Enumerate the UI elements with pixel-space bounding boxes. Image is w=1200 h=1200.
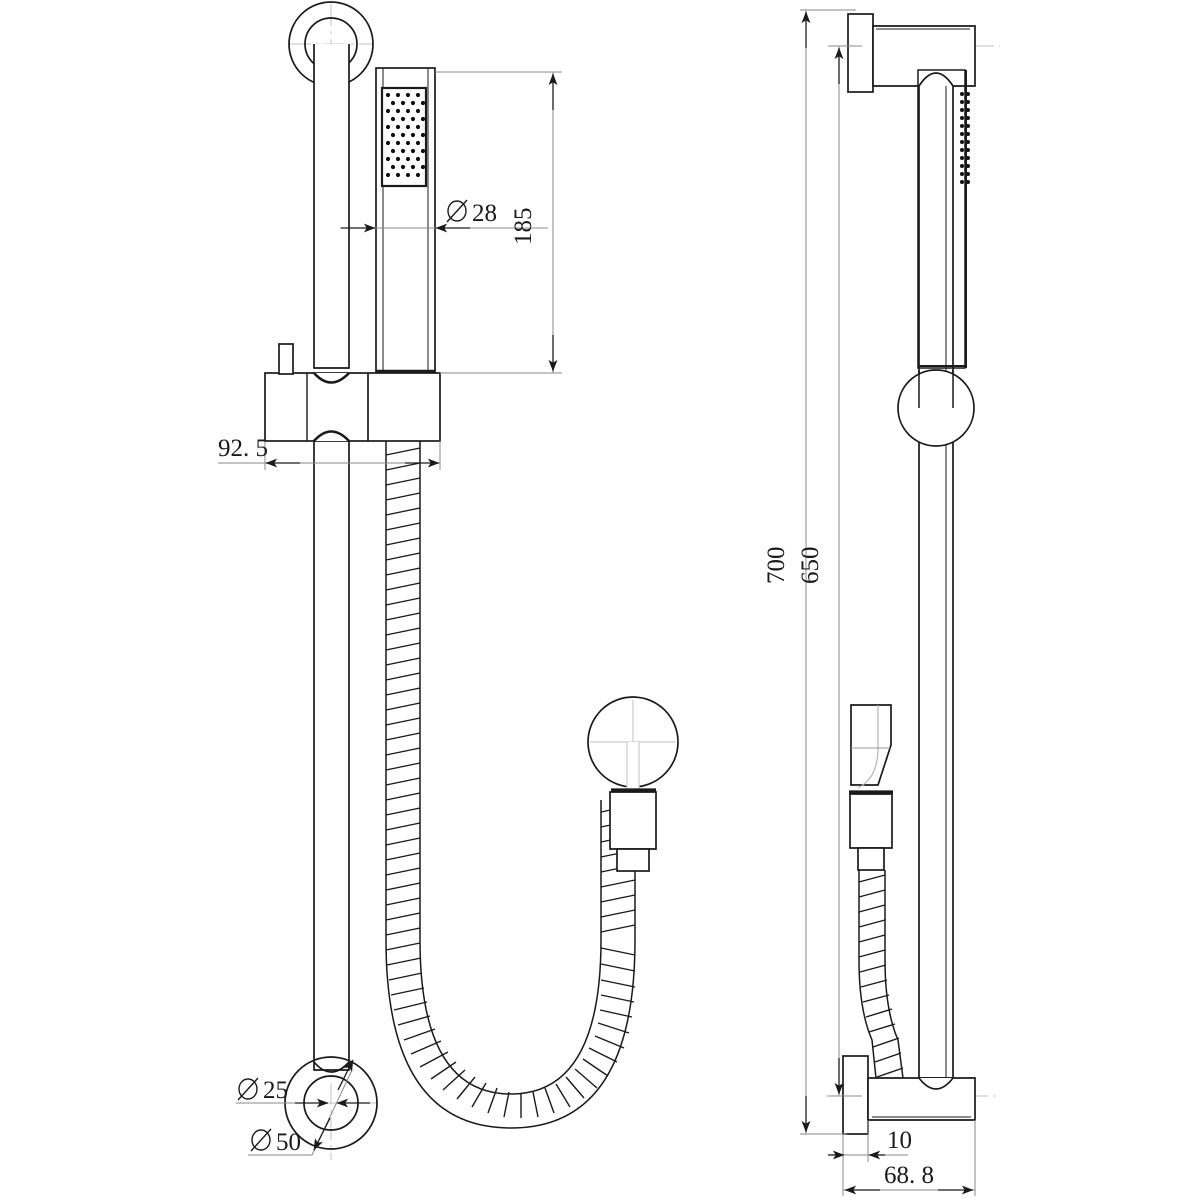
spray-nozzle-dots	[385, 92, 426, 178]
dim-handset-length: 185	[435, 71, 562, 374]
slide-rail	[313, 44, 350, 1071]
dim-flange-diameter: 50	[248, 1059, 354, 1156]
elbow-neck	[616, 848, 650, 872]
side-bottom-wallplate	[842, 1055, 869, 1135]
side-elbow-neck	[857, 847, 885, 871]
slider-top-saddle	[313, 372, 350, 384]
shower-handset	[375, 67, 436, 384]
elbow-inner-stem	[626, 742, 640, 790]
rail-upper-body	[313, 44, 350, 369]
front-view: 28 185 92. 5	[218, 1, 679, 1160]
slider-bottom-saddle	[313, 430, 350, 442]
side-hose-coils	[858, 874, 904, 1078]
hose-left-leg	[385, 441, 421, 940]
hose-coils-ubend	[385, 942, 636, 1118]
dim-bracket-projection: 92. 5	[218, 435, 441, 470]
side-view: 700 650 10 68. 8	[763, 9, 1000, 1196]
side-rail-body	[918, 72, 954, 1079]
dim-50-label: 50	[276, 1129, 301, 1156]
dim-rail-diameter: 25	[236, 1077, 370, 1108]
dim-50-arrow-lower	[313, 1117, 331, 1151]
side-view-bottom-bracket	[842, 1055, 976, 1135]
side-view-centerlines	[826, 40, 1000, 1105]
hose-u-bend-outline	[385, 939, 636, 1129]
flexible-spiral-hose	[385, 441, 636, 1129]
side-shower-handset	[917, 69, 970, 369]
side-top-wallplate	[847, 13, 874, 93]
hose-coils-left	[385, 447, 421, 936]
side-hose-connection-elbow	[849, 704, 893, 871]
side-view-top-bracket	[847, 13, 976, 93]
spray-face-frame	[380, 86, 428, 188]
dim-handset-diameter: 28	[340, 199, 548, 233]
side-elbow-collar	[849, 793, 893, 849]
diameter-symbol-25-icon	[237, 1077, 259, 1101]
elbow-collar	[609, 791, 657, 850]
dim-10-label: 10	[887, 1127, 912, 1154]
side-hose-right-outline	[884, 870, 904, 1079]
side-bottom-bracket-saddle	[918, 1077, 954, 1090]
slider-bracket-body	[264, 372, 441, 442]
dim-650-label: 650	[797, 547, 824, 585]
side-flexible-spiral-hose	[858, 870, 904, 1079]
diameter-symbol-28-icon	[446, 199, 468, 223]
dim-50-arrow-upper	[337, 1059, 354, 1091]
side-slider-bracket	[897, 369, 975, 447]
diameter-symbol-50-icon	[250, 1128, 272, 1152]
side-slider-circle	[897, 369, 975, 447]
dim-25-label: 25	[263, 1077, 288, 1104]
dim-overall-depth: 68. 8	[842, 1120, 976, 1196]
slider-lock-knob	[278, 343, 294, 375]
side-top-bracket-arm	[872, 25, 976, 87]
rail-lower-body	[313, 432, 350, 1071]
dim-925-label: 92. 5	[218, 435, 268, 462]
side-hose-left-outline	[858, 870, 877, 1079]
side-elbow-body	[850, 704, 892, 786]
dim-overall-height: 700	[763, 9, 856, 1135]
dim-28-label: 28	[472, 200, 497, 227]
dim-700-label: 700	[763, 547, 790, 585]
dim-flange-thickness: 10	[828, 1120, 912, 1162]
dim-185-label: 185	[510, 208, 537, 246]
dim-mount-centre-height: 650	[797, 45, 862, 1097]
side-bottom-bracket-arm	[867, 1077, 976, 1121]
side-slide-rail	[918, 72, 954, 1079]
adjustable-slider-bracket	[264, 343, 441, 442]
dim-688-label: 68. 8	[884, 1162, 934, 1189]
hose-connection-elbow	[587, 696, 679, 872]
